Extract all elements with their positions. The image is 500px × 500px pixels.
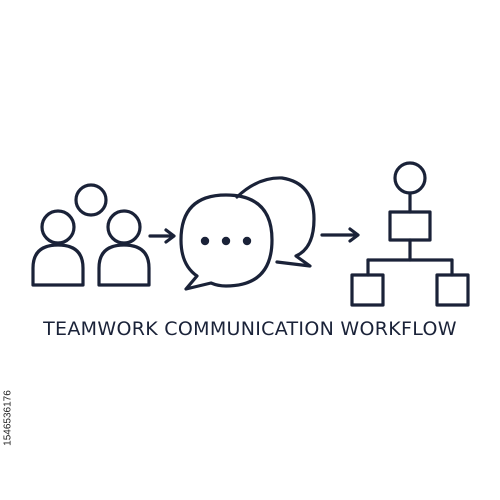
chat-bubble-front: [179, 193, 274, 291]
person-right-icon: [97, 209, 151, 287]
image-id-label: 1546536176: [2, 388, 14, 448]
typing-dot: [242, 236, 252, 246]
workflow-right-node: [435, 273, 470, 307]
arrow-right-icon: [148, 228, 176, 244]
workflow-process-node: [388, 210, 432, 242]
workflow-hierarchy-icon: [350, 161, 470, 307]
typing-dot: [200, 236, 210, 246]
team-icon: [31, 183, 151, 287]
typing-dot: [221, 236, 231, 246]
image-id-text: 1546536176: [2, 390, 14, 446]
arrow-right-icon: [320, 227, 360, 243]
diagram-caption: TEAMWORK COMMUNICATION WORKFLOW: [43, 318, 457, 340]
chat-bubble-back: [235, 176, 316, 268]
chat-bubbles-icon: [179, 176, 316, 291]
person-left-icon: [31, 209, 85, 287]
person-back-icon: [74, 183, 108, 217]
workflow-left-node: [350, 273, 385, 307]
workflow-start-node: [393, 161, 427, 195]
